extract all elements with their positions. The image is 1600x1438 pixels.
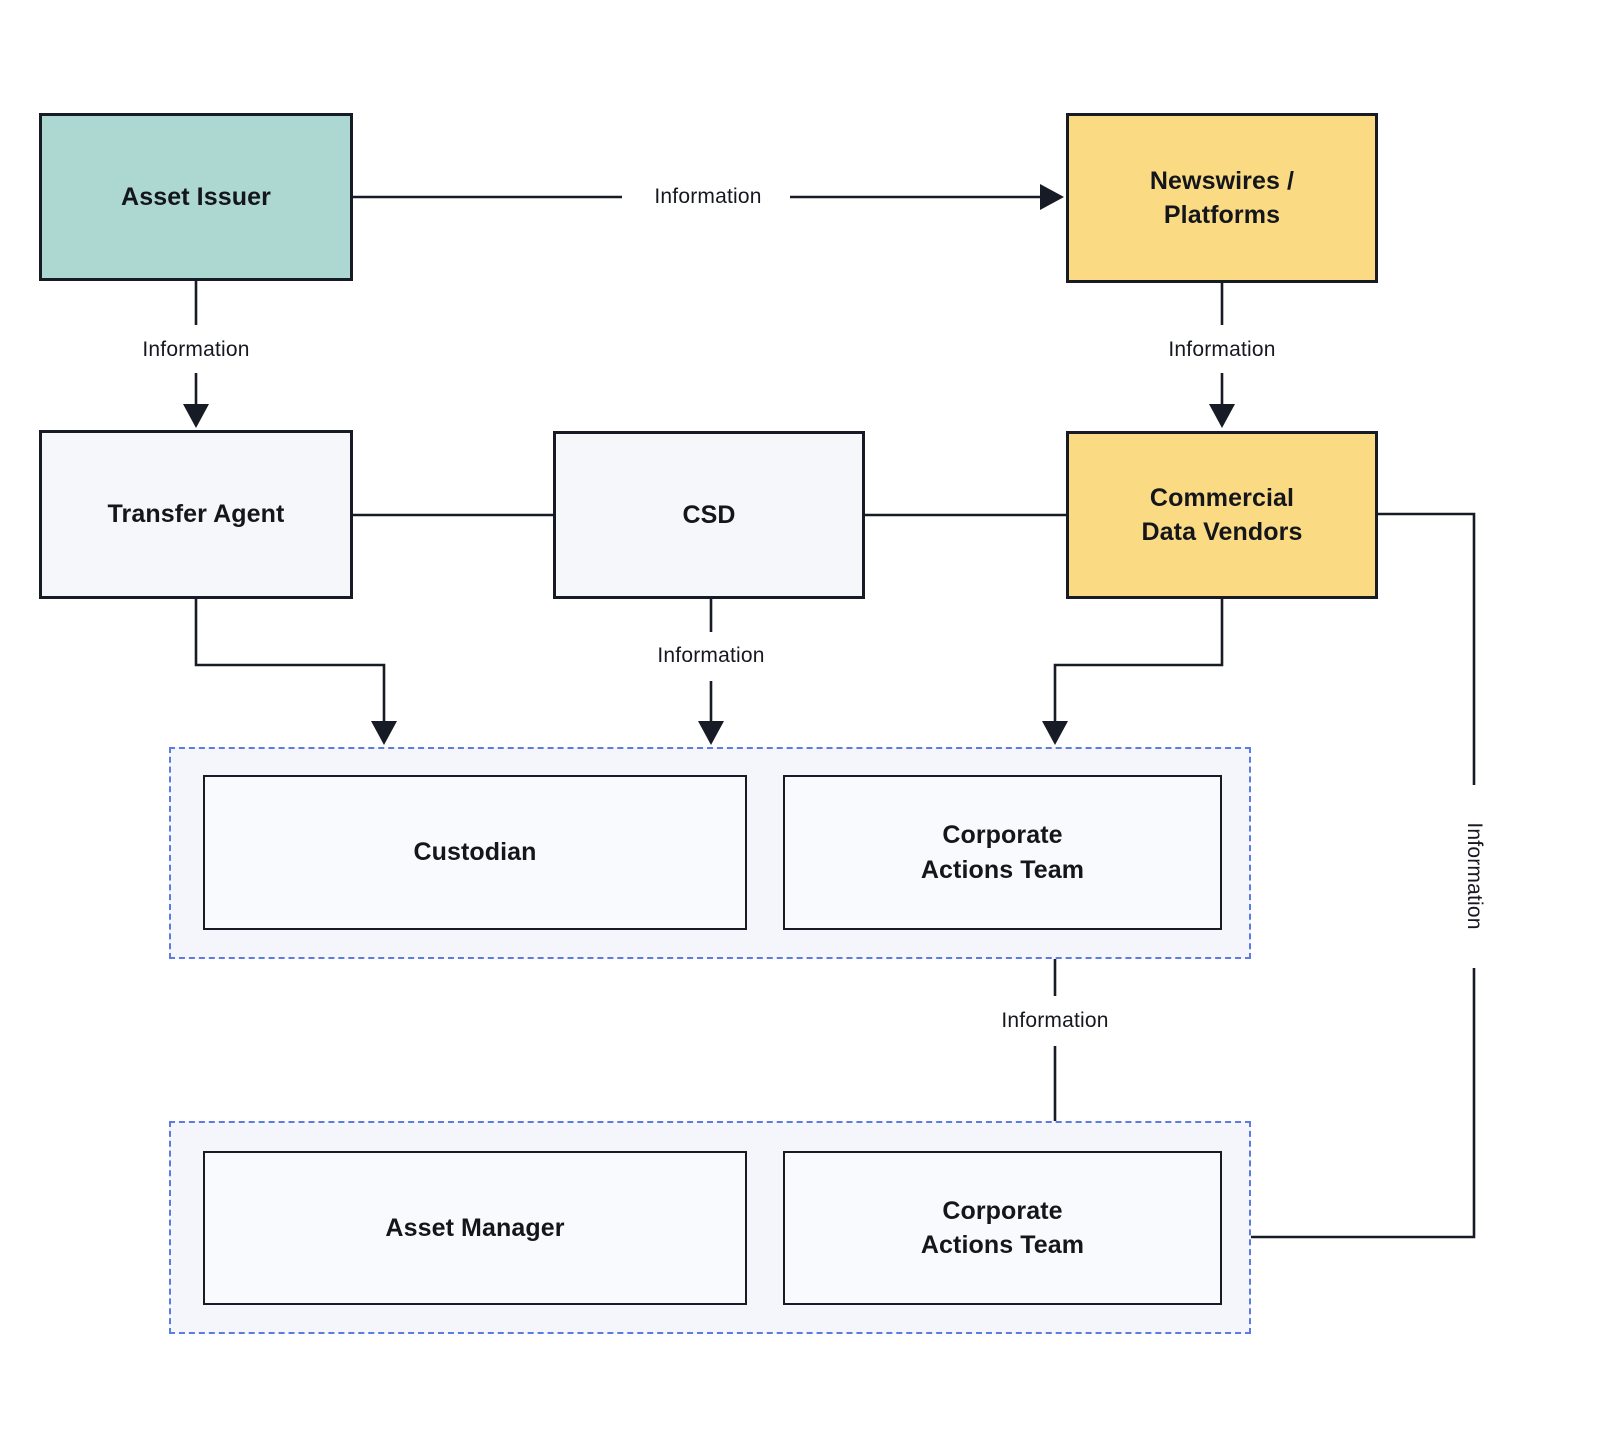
arrowhead-down-icon (183, 404, 209, 428)
arrowhead-down-icon (1209, 404, 1235, 428)
node-transfer-agent-label: Transfer Agent (107, 500, 285, 529)
node-transfer-agent: Transfer Agent (39, 430, 353, 599)
edge-label-issuer-to-transfer-agent: Information (142, 338, 250, 361)
node-newswires-platforms-label: Newswires / Platforms (1149, 166, 1295, 230)
node-newswires-platforms: Newswires / Platforms (1066, 113, 1378, 283)
arrowhead-right-icon (1040, 184, 1064, 210)
edge-csd-to-custodian-group (698, 599, 724, 745)
arrowhead-down-icon (371, 721, 397, 745)
edge-transfer-agent-to-custodian-group (194, 599, 397, 745)
edge-label-issuer-to-newswires: Information (654, 185, 762, 208)
node-asset-manager: Asset Manager (203, 1151, 747, 1305)
edge-data-vendors-to-custodian-group (1042, 599, 1224, 745)
edge-corporate-actions-to-corporate-actions (1042, 930, 1068, 1149)
edge-label-data-vendors-to-asset-manager-corporate-actions: Information (1463, 822, 1486, 930)
arrowhead-down-icon (1042, 721, 1068, 745)
node-custodian-corporate-actions-team-label: Corporate Actions Team (920, 821, 1085, 884)
node-asset-issuer-label: Asset Issuer (121, 182, 271, 211)
edge-label-newswires-to-data-vendors: Information (1168, 338, 1276, 361)
node-custodian-label: Custodian (413, 838, 537, 867)
node-custodian-corporate-actions-team: Corporate Actions Team (783, 775, 1222, 930)
node-csd-label: CSD (682, 500, 736, 529)
node-asset-manager-label: Asset Manager (385, 1213, 565, 1242)
edge-newswires-to-data-vendors (1209, 283, 1235, 428)
node-custodian: Custodian (203, 775, 747, 930)
node-asset-manager-corporate-actions-team-label: Corporate Actions Team (920, 1196, 1085, 1260)
node-csd: CSD (553, 431, 865, 599)
edge-label-corporate-actions-to-corporate-actions: Information (1001, 1009, 1109, 1032)
node-commercial-data-vendors-label: Commercial Data Vendors (1141, 483, 1303, 547)
node-asset-issuer: Asset Issuer (39, 113, 353, 281)
edge-issuer-to-transfer-agent (183, 281, 209, 428)
node-asset-manager-corporate-actions-team: Corporate Actions Team (783, 1151, 1222, 1305)
edge-data-vendors-to-asset-manager-corporate-actions (1224, 512, 1476, 1250)
node-commercial-data-vendors: Commercial Data Vendors (1066, 431, 1378, 599)
edge-label-csd-to-custodian-group: Information (657, 644, 765, 667)
edge-issuer-to-newswires (353, 184, 1064, 210)
arrowhead-down-icon (698, 721, 724, 745)
